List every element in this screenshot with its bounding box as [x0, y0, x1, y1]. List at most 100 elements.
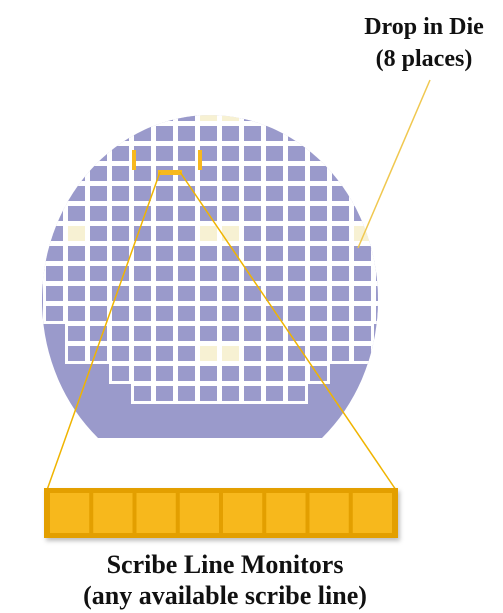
die [134, 326, 151, 341]
die-scribe-border [175, 43, 198, 64]
die [90, 126, 107, 141]
die [178, 115, 195, 121]
die [200, 266, 217, 281]
die [310, 246, 327, 261]
die [222, 266, 239, 281]
die [288, 46, 305, 61]
die-scribe-border [351, 123, 374, 144]
die-scribe-border [197, 63, 220, 84]
drop-in-die [200, 346, 217, 361]
die [90, 115, 107, 121]
die [112, 206, 129, 221]
die [222, 46, 239, 61]
die [244, 326, 261, 341]
die [90, 246, 107, 261]
die [266, 386, 283, 401]
die [244, 86, 261, 101]
scribe-monitor-marker [198, 150, 202, 170]
die-scribe-border [307, 115, 330, 124]
die-scribe-border [87, 115, 110, 124]
die-scribe-border [109, 115, 132, 124]
die-scribe-border [351, 183, 374, 204]
die [24, 166, 41, 181]
die [398, 226, 415, 241]
die [156, 326, 173, 341]
die [112, 326, 129, 341]
die [178, 326, 195, 341]
die [332, 346, 349, 361]
die-scribe-border [131, 43, 154, 64]
die [398, 246, 415, 261]
die [156, 266, 173, 281]
die [134, 366, 151, 381]
die-scribe-border [373, 303, 378, 324]
die [222, 146, 239, 161]
die-scribe-border [329, 143, 352, 164]
die [134, 115, 151, 121]
drop-in-die [222, 346, 239, 361]
die [244, 386, 261, 401]
die [112, 346, 129, 361]
die [156, 346, 173, 361]
die-scribe-border [329, 115, 352, 124]
die [288, 166, 305, 181]
die [200, 186, 217, 201]
die [222, 326, 239, 341]
die [222, 66, 239, 81]
die [354, 326, 371, 341]
die [68, 186, 85, 201]
die [288, 266, 305, 281]
scribe-monitor-cell [309, 493, 349, 533]
die [178, 146, 195, 161]
die [90, 266, 107, 281]
die-scribe-border [329, 123, 352, 144]
die [288, 306, 305, 321]
die [266, 366, 283, 381]
die [376, 306, 378, 321]
die [288, 86, 305, 101]
die [156, 206, 173, 221]
die-scribe-border [263, 115, 286, 124]
die [112, 226, 129, 241]
scribe-line-monitor-strip [44, 488, 398, 538]
die [354, 266, 371, 281]
die [376, 286, 378, 301]
die [266, 186, 283, 201]
die [222, 246, 239, 261]
die-scribe-border [285, 43, 308, 64]
die [244, 266, 261, 281]
die-scribe-border [307, 63, 330, 84]
die [112, 86, 129, 101]
die-scribe-border [263, 83, 286, 104]
die [244, 246, 261, 261]
die-scribe-border [175, 63, 198, 84]
die [310, 286, 327, 301]
die [112, 66, 129, 81]
die [46, 306, 63, 321]
die [200, 366, 217, 381]
die [310, 66, 327, 81]
die-scribe-border [373, 263, 378, 284]
die [288, 286, 305, 301]
die [134, 206, 151, 221]
die [178, 306, 195, 321]
die [222, 286, 239, 301]
die-scribe-border [373, 223, 378, 244]
die [244, 306, 261, 321]
drop-in-die-count-label: (8 places) [376, 46, 473, 72]
die [266, 346, 283, 361]
die [200, 166, 217, 181]
die [156, 46, 173, 61]
die [310, 186, 327, 201]
die [90, 286, 107, 301]
die [354, 306, 371, 321]
die [222, 166, 239, 181]
die [68, 246, 85, 261]
die [266, 266, 283, 281]
die [178, 126, 195, 141]
die [134, 286, 151, 301]
die [244, 286, 261, 301]
die [200, 386, 217, 401]
drop-in-die-callout-line [357, 79, 431, 249]
die [112, 366, 129, 381]
